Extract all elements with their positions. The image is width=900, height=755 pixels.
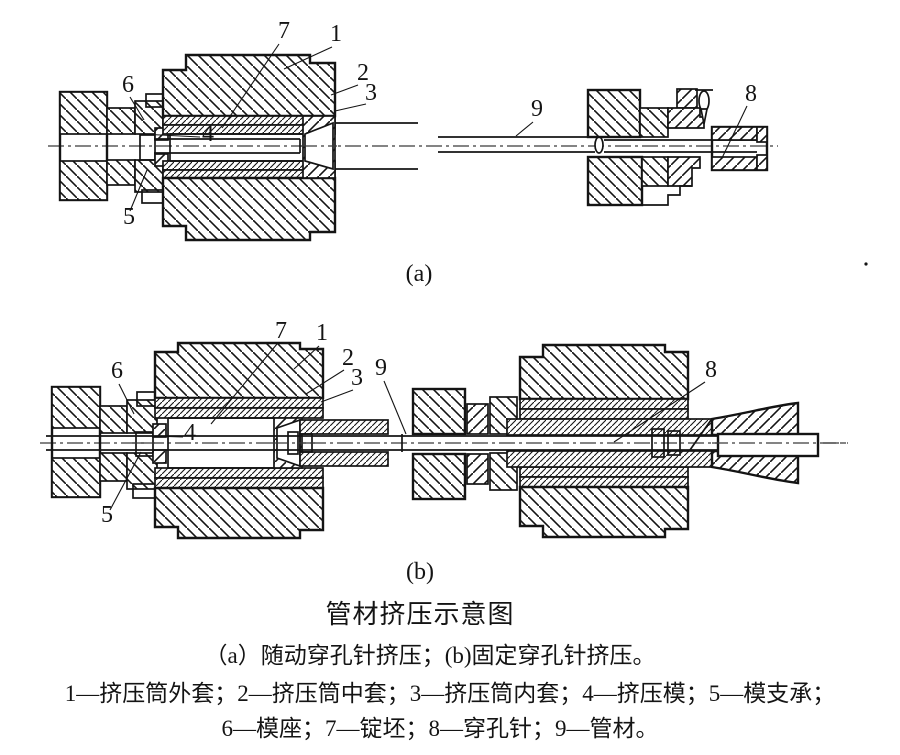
- callout-b-5: 5: [101, 502, 113, 528]
- callout-a-9: 9: [531, 96, 543, 122]
- panel-a-needle-assembly: [438, 88, 769, 207]
- panel-b-tag: (b): [406, 559, 434, 585]
- panel-b-leader-lines: [109, 343, 706, 511]
- callout-a-5: 5: [123, 204, 135, 230]
- callout-b-1: 1: [316, 320, 328, 346]
- figure-legend-line1: 1—挤压筒外套；2—挤压筒中套；3—挤压筒内套；4—挤压模；5—模支承；: [64, 681, 836, 706]
- tube-extrusion-diagram: 7 1 2 3 6 4 5 9 8 (a): [40, 18, 868, 585]
- callout-a-4: 4: [202, 121, 214, 147]
- callout-a-2: 2: [357, 60, 369, 86]
- panel-a-leader-lines: [129, 43, 748, 212]
- callout-b-8: 8: [705, 357, 717, 383]
- callout-a-7: 7: [278, 18, 290, 44]
- pin-symbol: [695, 89, 713, 125]
- callout-a-3: 3: [365, 80, 377, 106]
- figure-title: 管材挤压示意图: [325, 600, 515, 629]
- callout-b-9: 9: [375, 355, 387, 381]
- callout-b-3: 3: [351, 365, 363, 391]
- callout-a-8: 8: [745, 81, 757, 107]
- callout-b-7: 7: [275, 318, 287, 344]
- panel-b-drawing: 7 1 2 3 9 6 4 5 8 (b): [40, 318, 848, 585]
- panel-b-callouts: 7 1 2 3 9 6 4 5 8: [101, 318, 717, 528]
- callout-b-2: 2: [342, 345, 354, 371]
- panel-b-container: [153, 341, 389, 540]
- callout-b-6: 6: [111, 358, 123, 384]
- panel-b-die-stack: [50, 385, 167, 499]
- callout-a-1: 1: [330, 21, 342, 47]
- stray-dot: [864, 262, 868, 266]
- panel-a-container: [161, 53, 418, 242]
- panel-a-die-stack: [58, 90, 301, 204]
- figure-subcaption: （a）随动穿孔针挤压；(b)固定穿孔针挤压。: [204, 643, 656, 668]
- panel-b-needle-assembly: [411, 343, 848, 539]
- callout-a-6: 6: [122, 72, 134, 98]
- callout-b-4: 4: [184, 420, 196, 446]
- panel-a-tag: (a): [406, 261, 433, 287]
- figure-legend-line2: 6—模座；7—锭坯；8—穿孔针；9—管材。: [221, 716, 659, 741]
- panel-a-drawing: 7 1 2 3 6 4 5 9 8 (a): [48, 18, 868, 287]
- panel-a-callouts: 7 1 2 3 6 4 5 9 8: [122, 18, 757, 230]
